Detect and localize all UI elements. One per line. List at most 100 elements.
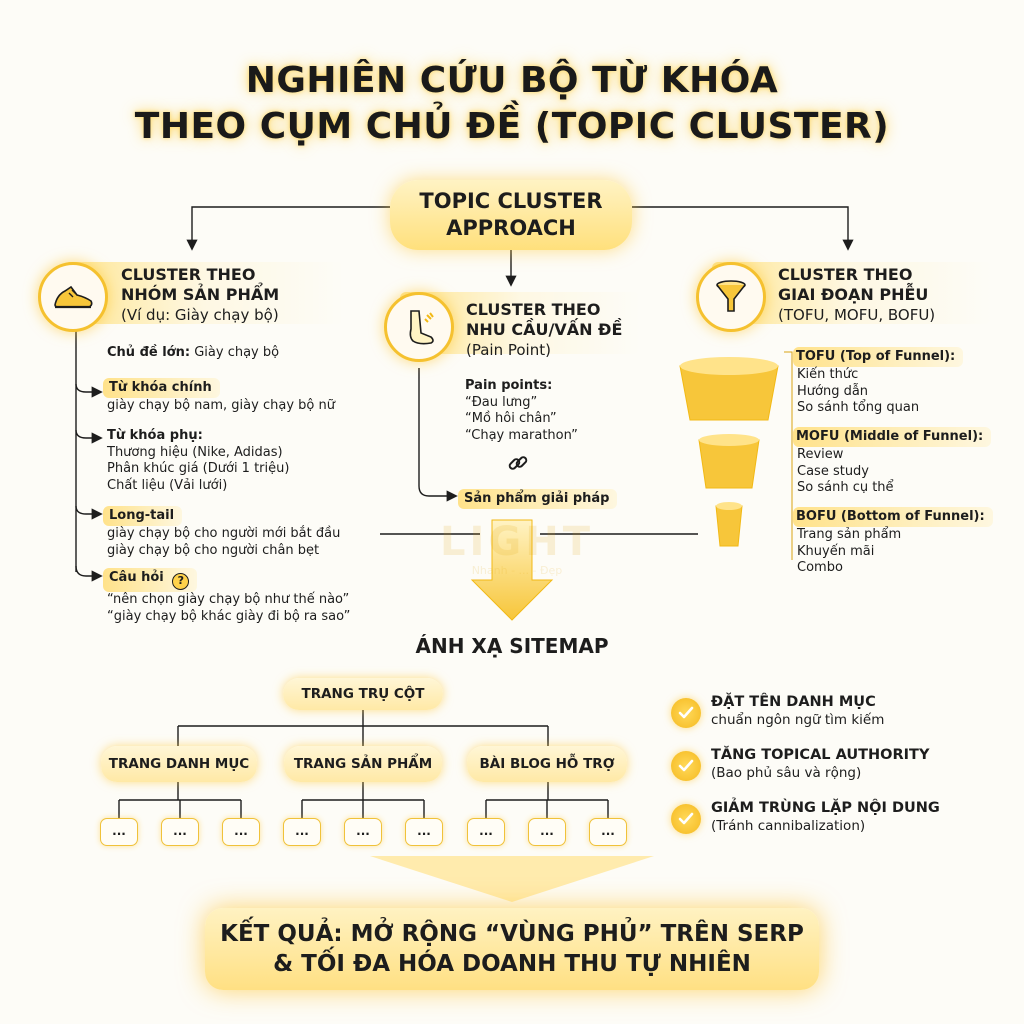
question-label-text: Câu hỏi: [109, 570, 164, 585]
need-cluster-heading-2: NHU CẦU/VẤN ĐỀ: [466, 320, 623, 339]
bofu-label: BOFU (Bottom of Funnel):: [793, 507, 993, 527]
mofu-block: MOFU (Middle of Funnel): Review Case stu…: [793, 425, 992, 497]
main-topic-value: Giày chạy bộ: [190, 345, 280, 360]
longtail-item: giày chạy bộ cho người mới bắt đầu: [107, 526, 341, 541]
funnel-cluster-heading: CLUSTER THEO GIAI ĐOẠN PHỄU (TOFU, MOFU,…: [778, 265, 935, 325]
benefit-item: TĂNG TOPICAL AUTHORITY (Bao phủ sâu và r…: [711, 746, 929, 782]
longtail-block: Long-tail giày chạy bộ cho người mới bắt…: [103, 504, 340, 559]
benefit-title: TĂNG TOPICAL AUTHORITY: [711, 747, 930, 763]
longtail-item: giày chạy bộ cho người chân bẹt: [107, 542, 320, 558]
main-topic-line: Chủ đề lớn: Giày chạy bộ: [107, 345, 279, 362]
tofu-item: So sánh tổng quan: [797, 400, 920, 415]
benefit-title: GIẢM TRÙNG LẶP NỘI DUNG: [711, 800, 940, 816]
sitemap-leaf: ...: [589, 818, 627, 846]
title-line-2: THEO CỤM CHỦ ĐỀ (TOPIC CLUSTER): [134, 106, 890, 147]
topic-cluster-approach-node: TOPIC CLUSTER APPROACH: [390, 180, 632, 250]
foot-pain-icon: [384, 292, 454, 362]
bofu-block: BOFU (Bottom of Funnel): Trang sản phẩm …: [793, 505, 993, 577]
pain-point-item: “Chạy marathon”: [465, 427, 578, 443]
secondary-keyword-item: Thương hiệu (Nike, Adidas): [107, 444, 283, 460]
product-cluster-heading: CLUSTER THEO NHÓM SẢN PHẨM (Ví dụ: Giày …: [121, 265, 279, 325]
page-title: NGHIÊN CỨU BỘ TỪ KHÓA THEO CỤM CHỦ ĐỀ (T…: [0, 58, 1024, 150]
question-mark-icon: ?: [172, 573, 190, 590]
result-line-2: & TỐI ĐA HÓA DOANH THU TỰ NHIÊN: [273, 951, 751, 977]
category-page-node: TRANG DANH MỤC: [101, 746, 257, 782]
benefit-item: ĐẶT TÊN DANH MỤC chuẩn ngôn ngữ tìm kiếm: [711, 693, 884, 729]
pain-point-item: “Đau lưng”: [465, 394, 538, 410]
benefit-desc: (Tránh cannibalization): [711, 818, 866, 834]
checkmark-icon: [671, 698, 701, 728]
product-cluster-heading-1: CLUSTER THEO: [121, 265, 256, 284]
tofu-block: TOFU (Top of Funnel): Kiến thức Hướng dẫ…: [793, 345, 964, 417]
primary-keyword-label: Từ khóa chính: [103, 378, 220, 398]
need-cluster-subtitle: (Pain Point): [466, 341, 551, 359]
need-cluster-heading-1: CLUSTER THEO: [466, 300, 601, 319]
funnel-icon: [696, 262, 766, 332]
sitemap-leaf: ...: [222, 818, 260, 846]
sitemap-leaf: ...: [405, 818, 443, 846]
bofu-item: Khuyến mãi: [797, 543, 875, 559]
benefit-item: GIẢM TRÙNG LẶP NỘI DUNG (Tránh cannibali…: [711, 799, 940, 835]
pain-points-block: Pain points: “Đau lưng” “Mồ hôi chân” “C…: [465, 378, 578, 444]
sitemap-leaf: ...: [100, 818, 138, 846]
question-item: “giày chạy bộ khác giày đi bộ ra sao”: [107, 608, 351, 624]
need-cluster-heading: CLUSTER THEO NHU CẦU/VẤN ĐỀ (Pain Point): [466, 300, 622, 360]
secondary-keyword-item: Phân khúc giá (Dưới 1 triệu): [107, 461, 290, 476]
secondary-keyword-item: Chất liệu (Vải lưới): [107, 477, 228, 493]
tofu-label: TOFU (Top of Funnel):: [793, 347, 964, 367]
solution-product-label: Sản phẩm giải pháp: [458, 489, 618, 509]
watermark: LIGHT Nhanh - ... - Đẹp: [437, 520, 597, 578]
mofu-label: MOFU (Middle of Funnel):: [793, 427, 992, 447]
tofu-item: Kiến thức: [797, 367, 859, 382]
watermark-tagline: Nhanh - ... - Đẹp: [471, 564, 563, 577]
arrow-to-product-cluster: [186, 206, 390, 251]
title-line-1: NGHIÊN CỨU BỘ TỪ KHÓA: [245, 60, 779, 101]
secondary-keyword-label: Từ khóa phụ:: [107, 428, 203, 443]
question-label: Câu hỏi ?: [103, 568, 198, 592]
product-cluster-header-band: [64, 262, 344, 324]
longtail-label: Long-tail: [103, 506, 183, 526]
product-page-node: TRANG SẢN PHẨM: [284, 746, 442, 782]
sitemap-leaf: ...: [283, 818, 321, 846]
funnel-cluster-subtitle: (TOFU, MOFU, BOFU): [778, 306, 936, 324]
result-banner: KẾT QUẢ: MỞ RỘNG “VÙNG PHỦ” TRÊN SERP & …: [205, 908, 819, 990]
product-cluster-subtitle: (Ví dụ: Giày chạy bộ): [121, 306, 279, 324]
mofu-item: So sánh cụ thể: [797, 480, 894, 495]
blog-post-node: BÀI BLOG HỖ TRỢ: [467, 746, 627, 782]
question-block: Câu hỏi ? “nên chọn giày chạy bộ như thế…: [103, 566, 350, 625]
checkmark-icon: [671, 804, 701, 834]
running-shoe-icon: [38, 262, 108, 332]
benefit-desc: (Bao phủ sâu và rộng): [711, 765, 862, 781]
product-cluster-heading-2: NHÓM SẢN PHẨM: [121, 285, 280, 304]
question-item: “nên chọn giày chạy bộ như thế nào”: [107, 592, 350, 607]
checkmark-icon: [671, 751, 701, 781]
benefit-title: ĐẶT TÊN DANH MỤC: [711, 694, 876, 710]
sitemap-leaf: ...: [344, 818, 382, 846]
solution-product-badge: Sản phẩm giải pháp: [458, 487, 618, 509]
pain-point-item: “Mồ hôi chân”: [465, 411, 557, 426]
result-line-1: KẾT QUẢ: MỞ RỘNG “VÙNG PHỦ” TRÊN SERP: [220, 921, 804, 947]
sitemap-leaf: ...: [467, 818, 505, 846]
bofu-item: Trang sản phẩm: [797, 527, 902, 542]
primary-keyword-value: giày chạy bộ nam, giày chạy bộ nữ: [107, 398, 335, 413]
secondary-keyword-block: Từ khóa phụ: Thương hiệu (Nike, Adidas) …: [107, 428, 289, 494]
chain-link-icon: [506, 451, 530, 479]
benefit-desc: chuẩn ngôn ngữ tìm kiếm: [711, 712, 885, 728]
main-topic-label: Chủ đề lớn:: [107, 345, 191, 360]
tofu-item: Hướng dẫn: [797, 383, 869, 399]
primary-keyword-block: Từ khóa chính giày chạy bộ nam, giày chạ…: [103, 376, 335, 415]
bofu-item: Combo: [797, 560, 843, 575]
approach-line-2: APPROACH: [446, 216, 576, 240]
mofu-item: Case study: [797, 463, 870, 479]
pain-points-label: Pain points:: [465, 378, 553, 393]
watermark-brand: LIGHT: [440, 519, 594, 565]
pillar-page-node: TRANG TRỤ CỘT: [283, 678, 443, 710]
approach-line-1: TOPIC CLUSTER: [419, 189, 603, 213]
funnel-cluster-heading-2: GIAI ĐOẠN PHỄU: [778, 285, 929, 304]
sitemap-leaf: ...: [528, 818, 566, 846]
mofu-item: Review: [797, 447, 844, 462]
arrow-to-funnel-cluster: [632, 206, 854, 251]
sitemap-section-title: ÁNH XẠ SITEMAP: [415, 634, 609, 658]
sitemap-leaf: ...: [161, 818, 199, 846]
